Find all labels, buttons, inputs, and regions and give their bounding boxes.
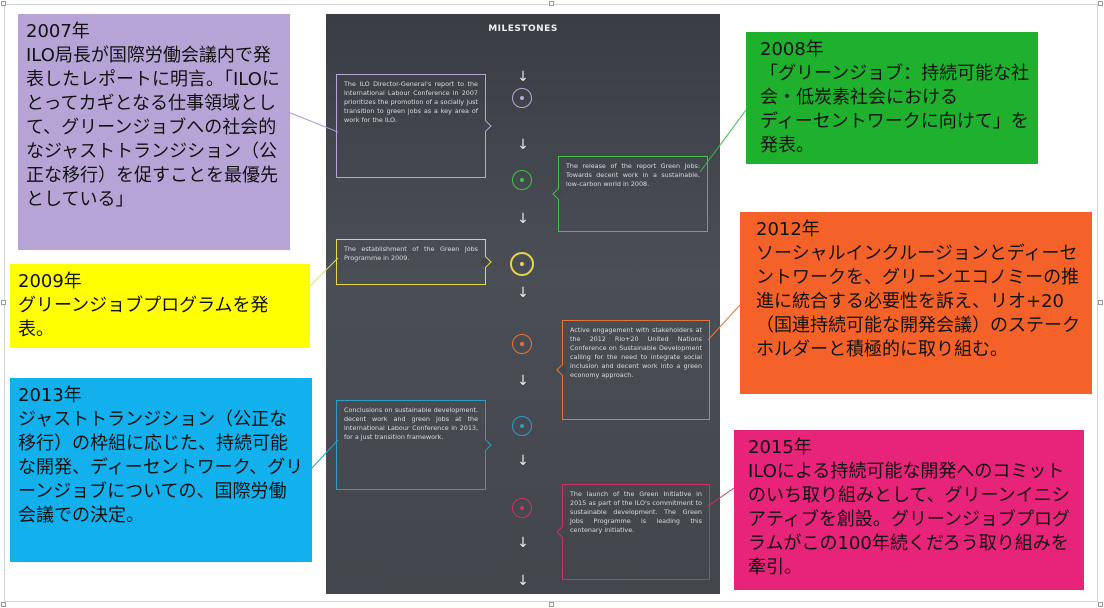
milestone-card-2012: Active engagement with stakeholders at t…: [556, 320, 710, 420]
down-arrow-icon: ↓: [517, 573, 529, 589]
note-2007: 2007年 ILO局長が国際労働会議内で発表したレポートに明言。「ILOにとって…: [18, 14, 290, 250]
note-text: 2009年 グリーンジョブプログラムを発表。: [18, 271, 269, 340]
note-2012: 2012年 ソーシャルインクルージョンとディーセントワークを、グリーンエコノミー…: [740, 212, 1092, 394]
note-2008: 2008年 「グリーンジョブ：持続可能な社会・低炭素社会における ディーセントワ…: [746, 32, 1038, 164]
note-2009: 2009年 グリーンジョブプログラムを発表。: [10, 264, 310, 348]
resize-handle-bl[interactable]: [1, 602, 6, 607]
card-pointer: [556, 526, 568, 538]
resize-handle-r[interactable]: [1098, 300, 1103, 305]
milestone-card-2007: The ILO Director-General's report to the…: [336, 74, 492, 178]
milestone-card-2009: The establishment of the Green Jobs Prog…: [336, 239, 492, 285]
down-arrow-icon: ↓: [517, 69, 529, 85]
milestone-node-2012: [512, 334, 532, 354]
milestone-card-2015: The launch of the Green Initiative in 20…: [556, 484, 710, 580]
card-pointer: [556, 364, 568, 376]
milestone-card-text: Active engagement with stakeholders at t…: [570, 326, 702, 379]
milestone-node-2007: [512, 88, 532, 108]
resize-handle-l[interactable]: [1, 300, 6, 305]
down-arrow-icon: ↓: [517, 285, 529, 301]
resize-handle-b[interactable]: [549, 602, 554, 607]
down-arrow-icon: ↓: [517, 137, 529, 153]
milestone-node-2013: [512, 416, 532, 436]
card-pointer: [480, 439, 492, 451]
card-pointer: [480, 256, 492, 268]
note-text: 2008年 「グリーンジョブ：持続可能な社会・低炭素社会における ディーセントワ…: [760, 39, 1030, 156]
down-arrow-icon: ↓: [517, 535, 529, 551]
resize-handle-t[interactable]: [549, 1, 554, 6]
milestone-node-2015: [512, 498, 532, 518]
note-text: 2007年 ILO局長が国際労働会議内で発表したレポートに明言。「ILOにとって…: [26, 21, 280, 210]
note-2015: 2015年 ILOによる持続可能な開発へのコミットのいち取り組みとして、グリーン…: [734, 430, 1084, 590]
milestone-card-2013: Conclusions on sustainable development, …: [336, 400, 492, 490]
down-arrow-icon: ↓: [517, 453, 529, 469]
milestone-card-text: The release of the report Green Jobs: To…: [566, 162, 700, 188]
resize-handle-br[interactable]: [1098, 602, 1103, 607]
note-2013: 2013年 ジャストトランジション（公正な移行）の枠組に応じた、持続可能な開発、…: [10, 378, 312, 562]
note-text: 2012年 ソーシャルインクルージョンとディーセントワークを、グリーンエコノミー…: [756, 219, 1080, 360]
card-pointer: [480, 120, 492, 132]
resize-handle-tl[interactable]: [1, 1, 6, 6]
milestone-card-2008: The release of the report Green Jobs: To…: [552, 156, 708, 232]
milestone-card-text: Conclusions on sustainable development, …: [344, 406, 478, 441]
milestone-card-text: The ILO Director-General's report to the…: [344, 80, 478, 124]
note-text: 2015年 ILOによる持続可能な開発へのコミットのいち取り組みとして、グリーン…: [748, 437, 1071, 578]
infographic-title: MILESTONES: [488, 24, 558, 34]
milestone-node-2009: [510, 252, 534, 276]
milestones-infographic: MILESTONES ↓ ↓ ↓ ↓ ↓ ↓ ↓ ↓ The ILO Direc…: [326, 14, 720, 594]
down-arrow-icon: ↓: [517, 373, 529, 389]
resize-handle-tr[interactable]: [1098, 1, 1103, 6]
milestone-card-text: The launch of the Green Initiative in 20…: [570, 490, 702, 534]
note-text: 2013年 ジャストトランジション（公正な移行）の枠組に応じた、持続可能な開発、…: [18, 385, 304, 526]
milestone-node-2008: [512, 170, 532, 190]
card-pointer: [552, 188, 564, 200]
milestone-card-text: The establishment of the Green Jobs Prog…: [344, 245, 478, 262]
down-arrow-icon: ↓: [517, 211, 529, 227]
